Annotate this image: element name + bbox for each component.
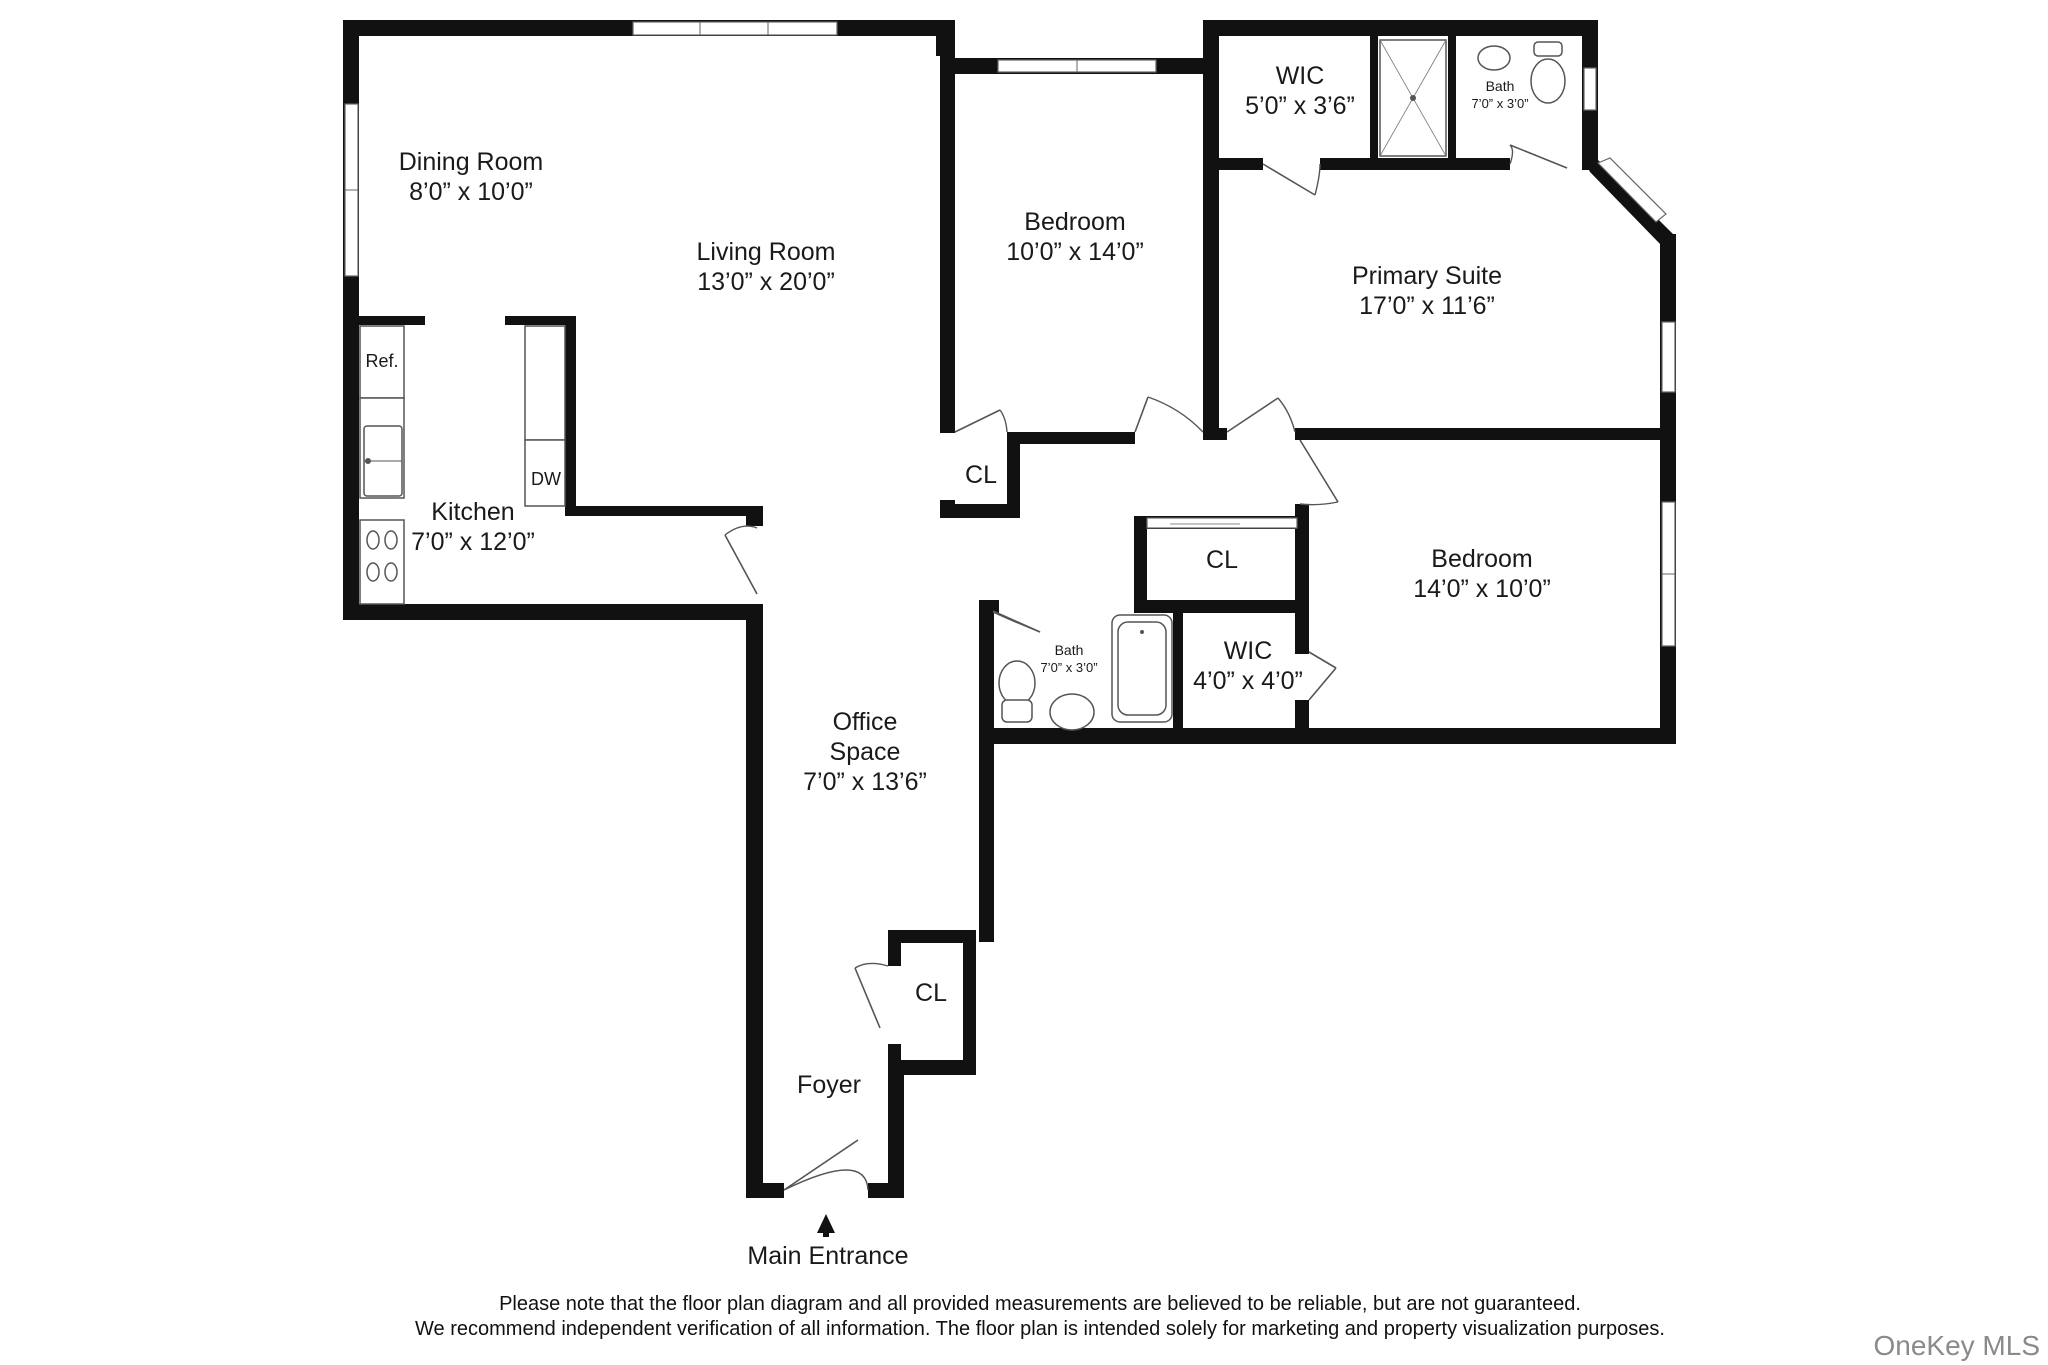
kitchen-dim: 7’0” x 12’0” (411, 528, 535, 556)
primary-suite-dim: 17’0” x 11’6” (1359, 292, 1495, 320)
bath1-dim: 7’0” x 3’0” (1471, 96, 1528, 111)
bedroom1-name: Bedroom (1024, 208, 1125, 236)
room-labels: Dining Room 8’0” x 10’0” Living Room 13’… (399, 62, 1551, 1099)
walls (343, 20, 1676, 1198)
foyer-name: Foyer (797, 1071, 861, 1099)
wic2-name: WIC (1224, 637, 1273, 665)
disclaimer-line1: Please note that the floor plan diagram … (499, 1293, 1581, 1315)
kitchen-name: Kitchen (431, 498, 514, 526)
cl3-name: CL (915, 979, 947, 1007)
wic2-dim: 4’0” x 4’0” (1193, 667, 1303, 695)
office-name-line2: Space (830, 738, 901, 766)
bath2-dim: 7’0” x 3’0” (1040, 660, 1097, 675)
office-dim: 7’0” x 13’6” (803, 768, 927, 796)
dining-room-name: Dining Room (399, 148, 544, 176)
bedroom2-dim: 14’0” x 10’0” (1413, 575, 1551, 603)
cl2-name: CL (1206, 546, 1238, 574)
watermark: OneKey MLS (1873, 1330, 2040, 1361)
entrance-arrow-icon (817, 1214, 835, 1233)
bath2-name: Bath (1055, 642, 1084, 658)
refrigerator-label: Ref. (365, 351, 398, 371)
bath1-name: Bath (1486, 78, 1515, 94)
living-room-name: Living Room (697, 238, 836, 266)
dining-room-dim: 8’0” x 10’0” (409, 178, 533, 206)
bedroom2-name: Bedroom (1431, 545, 1532, 573)
cl1-name: CL (965, 461, 997, 489)
dishwasher-label: DW (531, 469, 561, 489)
wic1-name: WIC (1276, 62, 1325, 90)
office-name-line1: Office (833, 708, 898, 736)
doors (724, 144, 1568, 1191)
main-entrance-label: Main Entrance (747, 1242, 908, 1270)
entrance-arrow-stem (823, 1230, 829, 1237)
living-room-dim: 13’0” x 20’0” (697, 268, 835, 296)
disclaimer-line2: We recommend independent verification of… (415, 1318, 1665, 1340)
wic1-dim: 5’0” x 3’6” (1245, 92, 1355, 120)
bedroom1-dim: 10’0” x 14’0” (1006, 238, 1144, 266)
primary-suite-name: Primary Suite (1352, 262, 1502, 290)
windows (344, 21, 1676, 647)
fixtures (359, 39, 1566, 731)
